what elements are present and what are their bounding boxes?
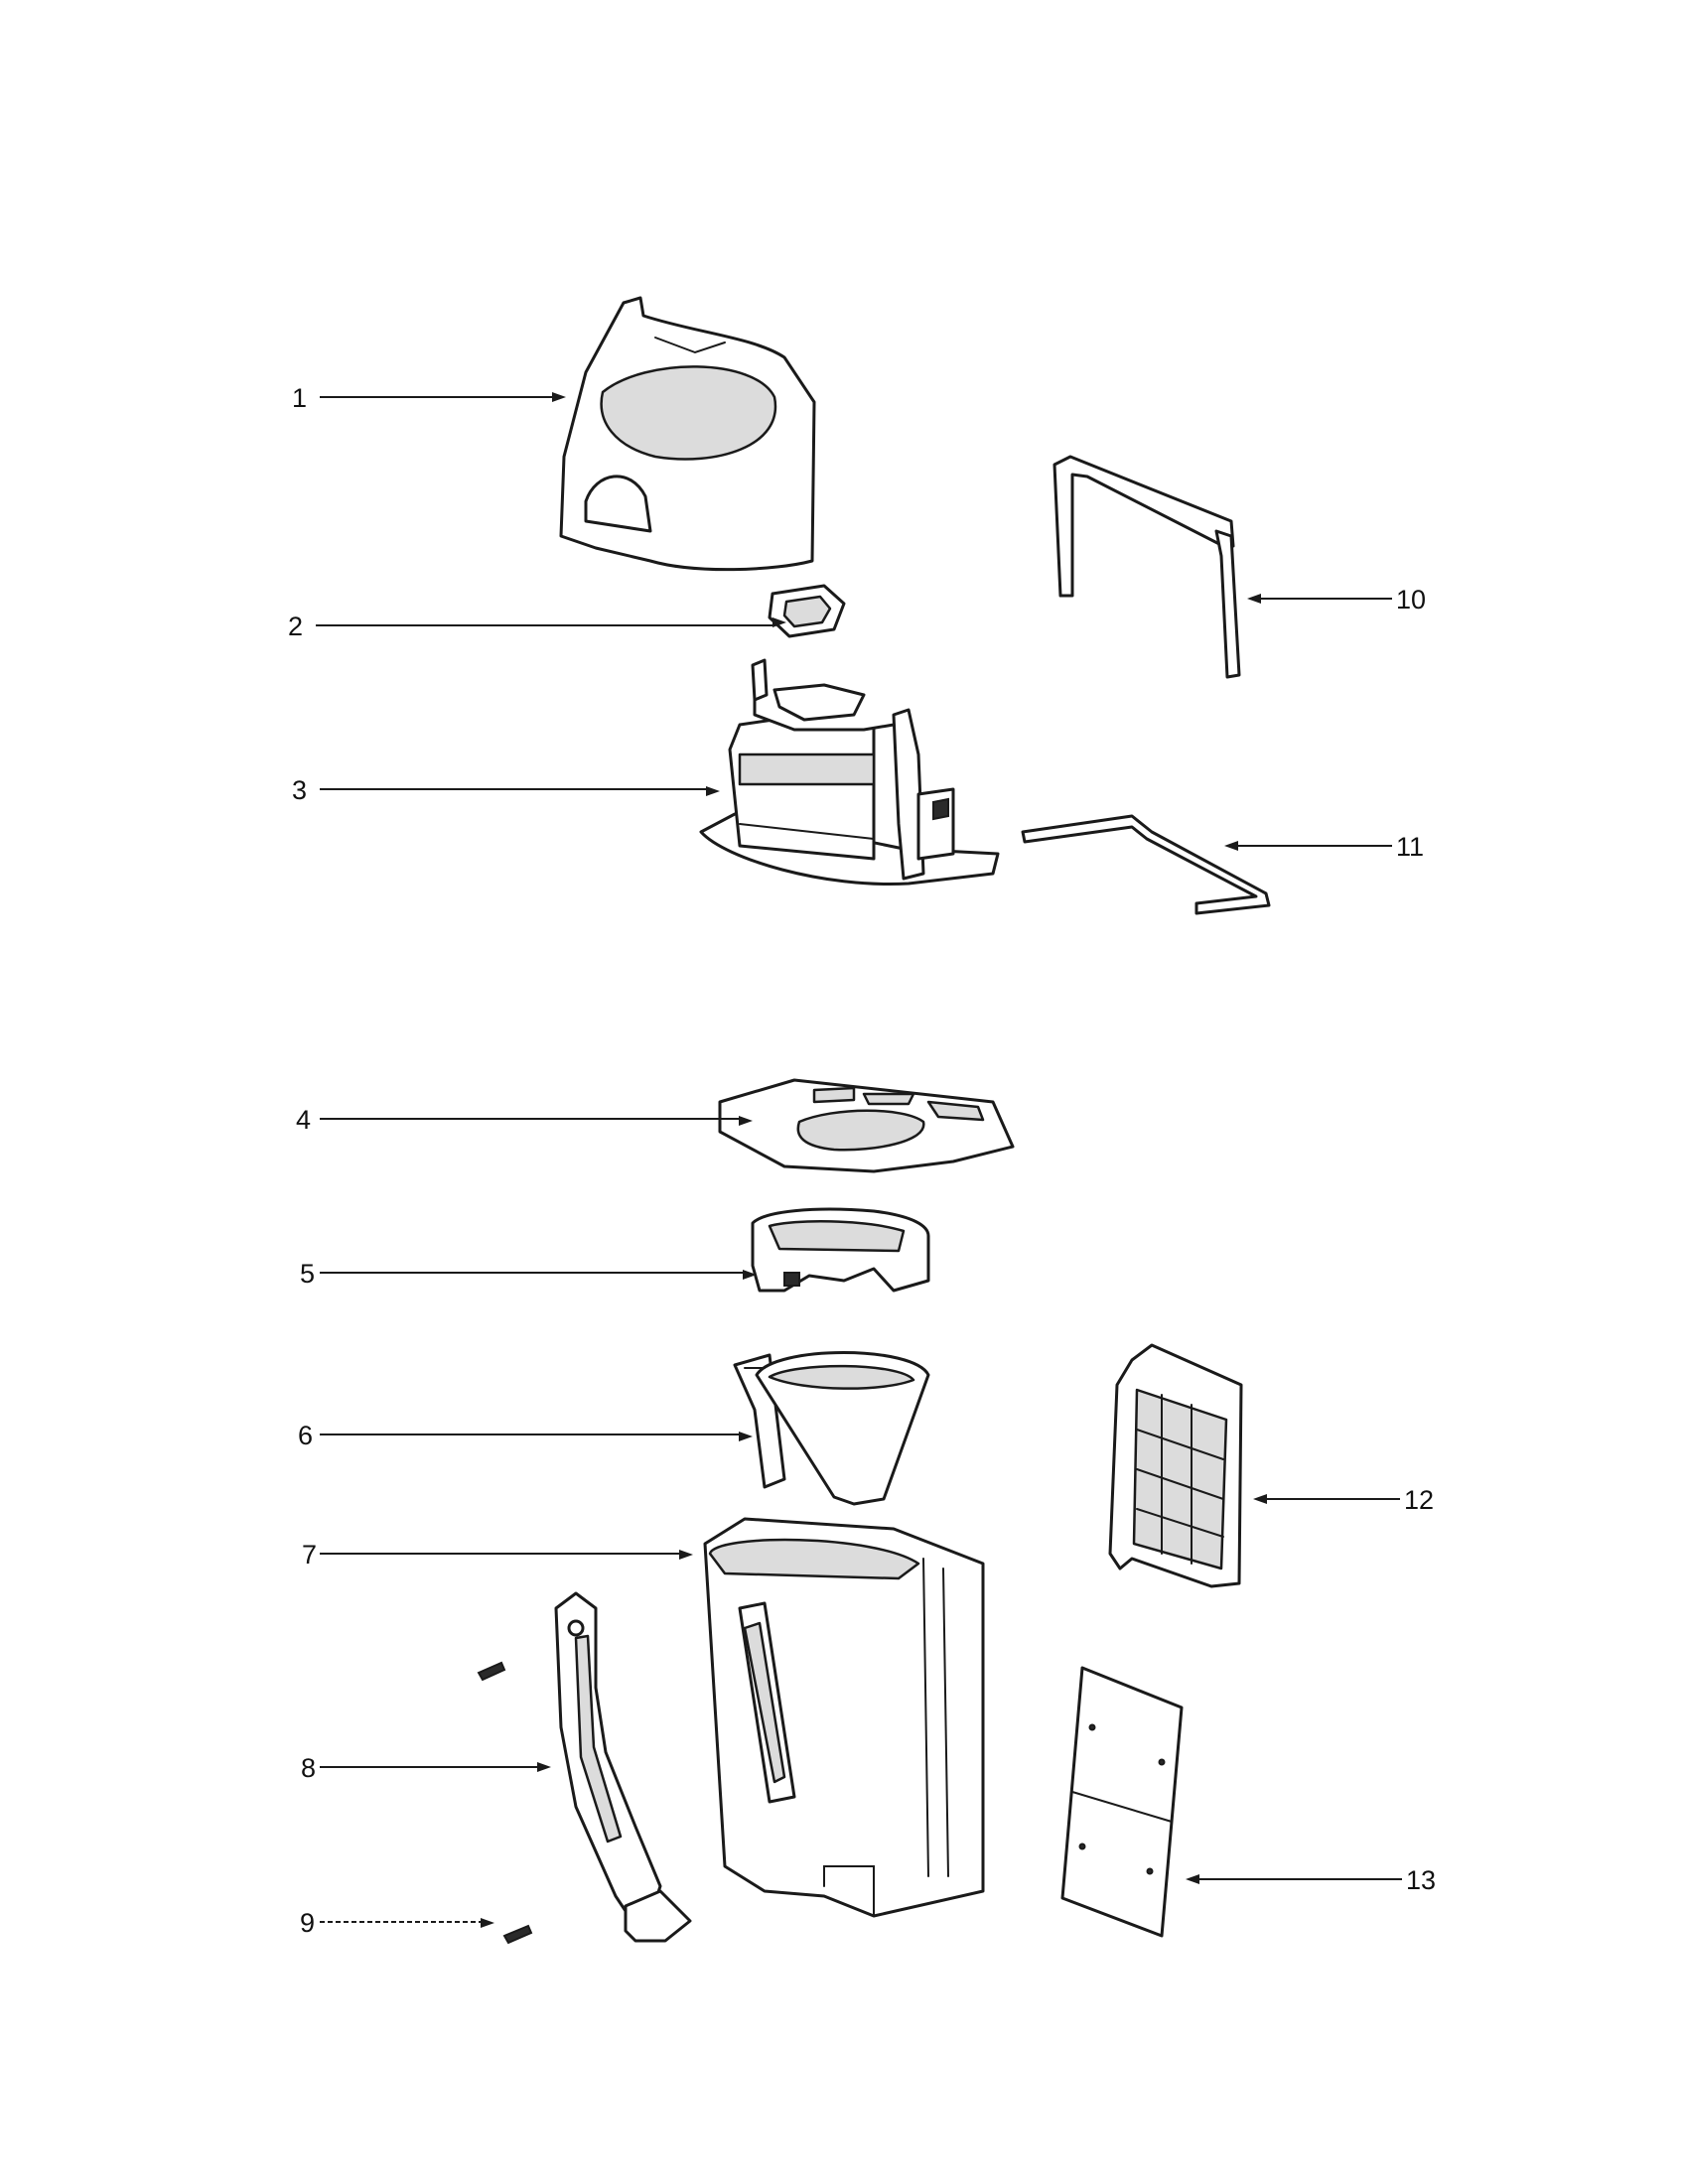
part-13-flat-panel [1060, 1666, 1184, 1938]
part-6-filter-cone [733, 1351, 930, 1506]
part-5-holder-ring [751, 1207, 930, 1293]
callout-5: 5 [300, 1259, 315, 1289]
callout-2: 2 [288, 612, 303, 641]
callout-6: 6 [298, 1421, 313, 1450]
callout-8: 8 [301, 1753, 316, 1783]
part-7-reservoir [703, 1517, 985, 1918]
leader-9 [320, 1918, 494, 1928]
leader-3 [320, 786, 720, 796]
callout-13: 13 [1406, 1865, 1436, 1895]
callout-9: 9 [300, 1908, 315, 1938]
callout-12: 12 [1404, 1485, 1434, 1515]
part-9-screw [502, 1924, 533, 1945]
leader-11 [1224, 841, 1392, 851]
callout-7: 7 [302, 1540, 317, 1570]
callout-3: 3 [292, 775, 307, 805]
leader-6 [320, 1432, 753, 1441]
part-10-upright-bracket [1052, 455, 1241, 679]
callout-1: 1 [292, 383, 307, 413]
part-4-plate [718, 1078, 1015, 1173]
part-1-top-cover [559, 296, 816, 572]
part-8-handle-arm [554, 1591, 692, 1943]
leader-4 [320, 1116, 753, 1126]
leader-5 [320, 1270, 757, 1280]
leader-1 [320, 392, 566, 402]
part-12-screen-panel [1108, 1343, 1243, 1588]
part-11-wire-rod [1021, 814, 1271, 915]
leader-13 [1186, 1874, 1402, 1884]
part-2-gasket [768, 584, 846, 638]
leader-7 [320, 1550, 693, 1560]
callout-4: 4 [296, 1105, 311, 1135]
callout-11: 11 [1396, 832, 1424, 862]
leader-10 [1247, 594, 1392, 604]
part-3-base-assembly [699, 658, 1000, 887]
leader-12 [1253, 1494, 1400, 1504]
leader-2 [316, 617, 786, 627]
callout-10: 10 [1396, 585, 1426, 614]
leader-8 [320, 1762, 551, 1772]
screw-upper [477, 1661, 506, 1682]
